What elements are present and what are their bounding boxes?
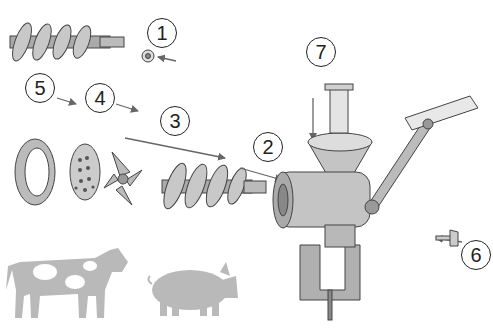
crank-handle <box>365 96 478 214</box>
leader-arrow <box>57 98 76 104</box>
callout-number: 2 <box>262 137 273 157</box>
leader-arrow <box>312 98 313 140</box>
screw <box>436 230 458 246</box>
leader-arrow <box>116 104 138 111</box>
callout-circle: 6 <box>461 240 491 270</box>
perforated-plate <box>70 144 100 200</box>
grinder-body <box>273 133 372 320</box>
auger-top <box>9 21 154 63</box>
auger <box>159 161 266 212</box>
callout-circle: 3 <box>160 106 190 136</box>
callout-circle: 1 <box>147 18 177 48</box>
leader-arrow <box>125 138 225 158</box>
leader-arrow <box>158 57 176 61</box>
pig-silhouette <box>148 262 238 316</box>
callout-circle: 2 <box>253 132 283 162</box>
callout-number: 6 <box>470 245 481 265</box>
callout-circle: 7 <box>306 37 336 67</box>
leader-arrow <box>240 168 282 180</box>
callout-circle: 4 <box>85 83 115 113</box>
cow-silhouette <box>6 248 128 318</box>
callout-number: 4 <box>94 88 105 108</box>
cross-blade <box>104 152 142 205</box>
callout-number: 1 <box>156 23 167 43</box>
ring-nut <box>15 139 55 205</box>
callout-number: 5 <box>34 78 45 98</box>
callout-number: 3 <box>169 111 180 131</box>
pusher <box>325 84 353 133</box>
callout-circle: 5 <box>25 73 55 103</box>
callout-number: 7 <box>315 42 326 62</box>
